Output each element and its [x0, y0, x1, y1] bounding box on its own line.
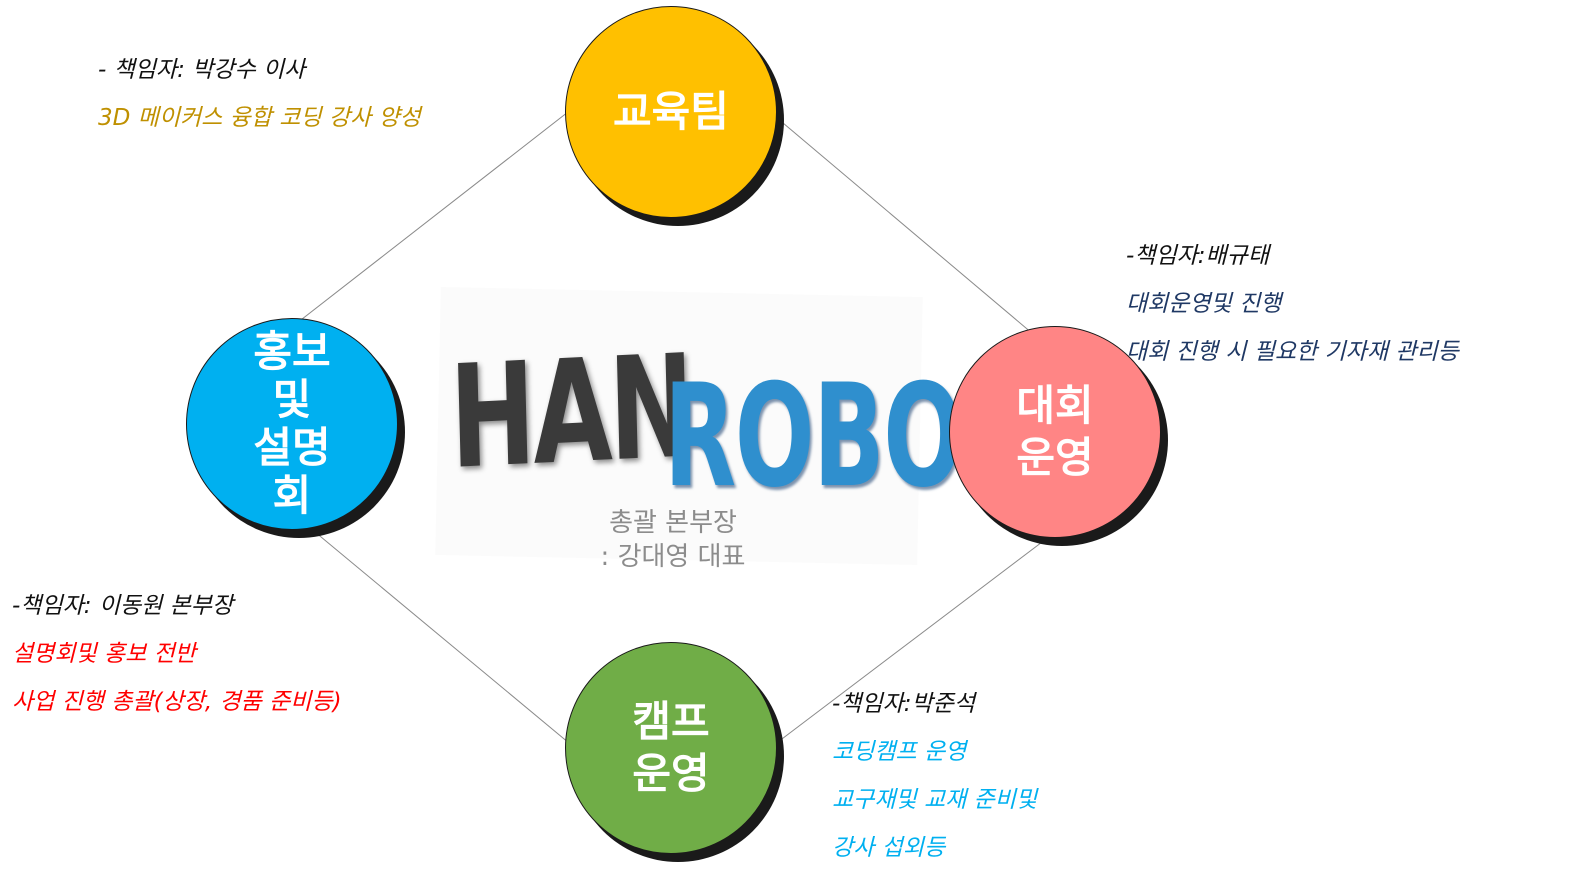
contest-note-manager: -책임자:배규태 — [1126, 243, 1270, 269]
edu-circle-label: 교육팀 — [613, 87, 729, 136]
edu-note: - 책임자: 박강수 이사 3D 메이커스 융합 코딩 강사 양성 — [98, 46, 421, 142]
logo-han-text: HAN — [448, 324, 694, 501]
connector-edu-contest — [769, 111, 1053, 351]
camp-note-task-1: 코딩캠프 운영 — [832, 739, 967, 765]
connector-camp-contest — [769, 529, 1059, 749]
contest-note-task-2: 대회 진행 시 필요한 기자재 관리등 — [1126, 339, 1459, 365]
promo-circle-label: 홍보 및 설명 회 — [253, 327, 331, 520]
camp-note-manager: -책임자:박준석 — [832, 691, 976, 717]
edu-note-manager: - 책임자: 박강수 이사 — [98, 57, 306, 83]
center-caption: 총괄 본부장 : 강대영 대표 — [600, 508, 746, 572]
promo-note-task-1: 설명회및 홍보 전반 — [12, 641, 196, 667]
contest-circle-label: 대회 운영 — [1016, 381, 1094, 482]
connector-promo-camp — [302, 521, 576, 749]
edu-circle: 교육팀 — [565, 6, 777, 218]
contest-circle: 대회 운영 — [949, 326, 1161, 538]
promo-note-manager: -책임자: 이동원 본부장 — [12, 593, 234, 619]
camp-note-task-2: 교구재및 교재 준비및 — [832, 787, 1038, 813]
camp-circle-label: 캠프 운영 — [632, 697, 710, 798]
promo-note-task-2: 사업 진행 총괄(상장, 경품 준비등) — [12, 689, 342, 715]
logo-robo-text: ROBO — [664, 354, 963, 519]
camp-note-task-3: 강사 섭외등 — [832, 835, 946, 861]
connector-edu-promo — [287, 111, 569, 331]
camp-note: -책임자:박준석 코딩캠프 운영 교구재및 교재 준비및 강사 섭외등 — [832, 680, 1037, 872]
promo-circle: 홍보 및 설명 회 — [186, 318, 398, 530]
contest-note-task-1: 대회운영및 진행 — [1126, 291, 1282, 317]
edu-note-task: 3D 메이커스 융합 코딩 강사 양성 — [98, 105, 421, 131]
promo-note: -책임자: 이동원 본부장 설명회및 홍보 전반 사업 진행 총괄(상장, 경품… — [12, 582, 342, 726]
contest-note: -책임자:배규태 대회운영및 진행 대회 진행 시 필요한 기자재 관리등 — [1126, 232, 1459, 376]
camp-circle: 캠프 운영 — [565, 642, 777, 854]
